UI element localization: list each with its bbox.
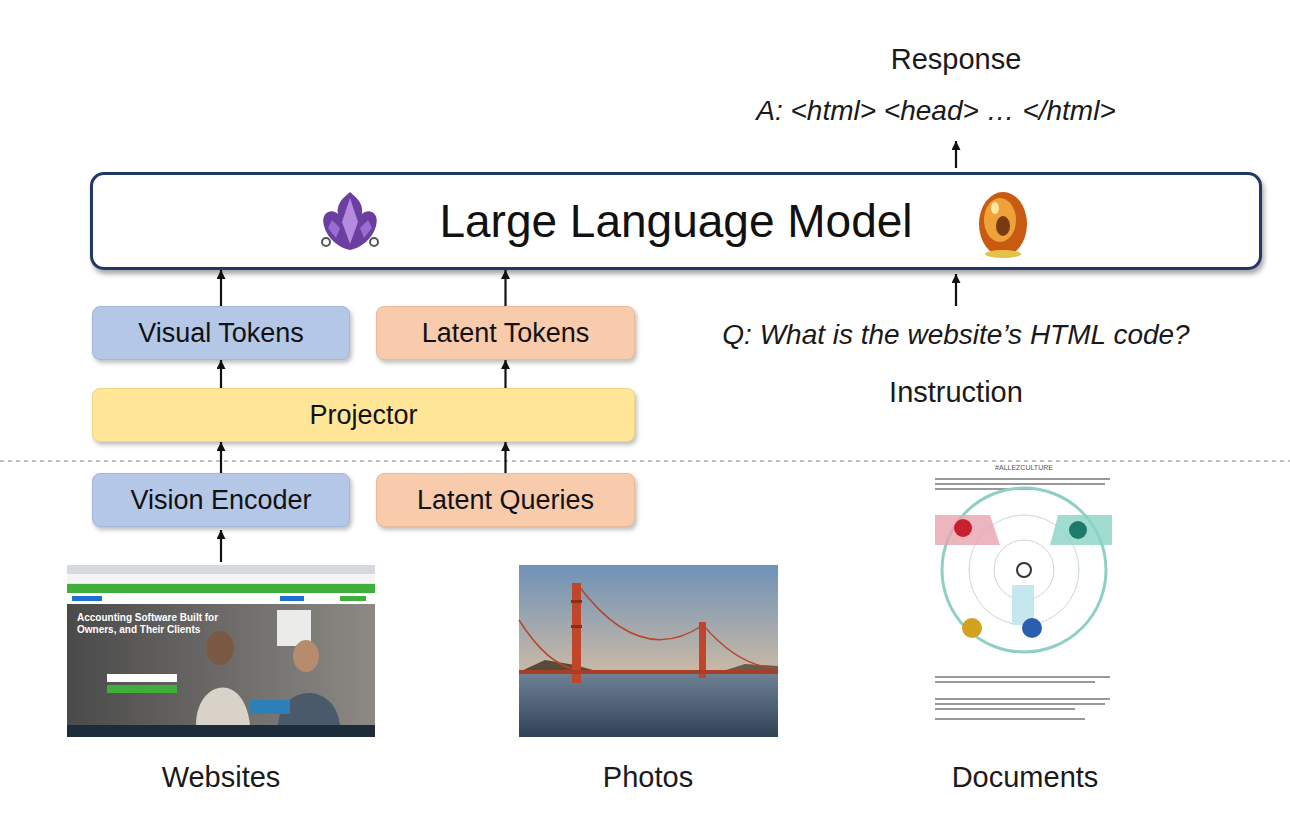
- section-label: Response: [756, 42, 1156, 77]
- website-screenshot: [67, 565, 375, 737]
- node-label: Visual Tokens: [138, 318, 304, 349]
- node-label: Large Language Model: [439, 194, 912, 248]
- input-arrow: [220, 530, 222, 562]
- flow-arrow: [504, 360, 506, 388]
- document-heading: #ALLEZCULTURE: [964, 464, 1084, 472]
- input-label: Photos: [498, 760, 798, 795]
- model-box: Large Language Model: [90, 172, 1262, 270]
- bridge-photo: [519, 565, 778, 737]
- node-label: Latent Queries: [417, 485, 594, 516]
- instruction-arrow: [955, 274, 957, 306]
- separator-line: [0, 460, 1290, 461]
- response-text: A: <html> <head> … </html>: [656, 94, 1216, 128]
- node-label: Vision Encoder: [130, 485, 311, 516]
- output-arrow: [955, 141, 957, 168]
- section-label: Instruction: [756, 375, 1156, 410]
- crystal-icon: [322, 192, 378, 250]
- document-page: [930, 463, 1118, 730]
- node-label: Latent Tokens: [422, 318, 590, 349]
- projector-box: Projector: [92, 388, 635, 442]
- flow-arrow: [504, 442, 506, 473]
- screenshot-text: Accounting Software Built for Owners, an…: [77, 612, 227, 636]
- token-box: Visual Tokens: [92, 306, 350, 360]
- flow-arrow: [220, 270, 222, 306]
- input-label: Websites: [71, 760, 371, 795]
- encoder-box: Vision Encoder: [92, 473, 350, 527]
- flow-arrow: [504, 270, 506, 306]
- input-label: Documents: [875, 760, 1175, 795]
- query-box: Latent Queries: [376, 473, 635, 527]
- flow-arrow: [220, 442, 222, 473]
- amber-icon: [979, 192, 1027, 258]
- node-label: Projector: [309, 400, 417, 431]
- instruction-text: Q: What is the website’s HTML code?: [636, 318, 1276, 352]
- llm-ground: [90, 172, 1262, 270]
- flow-arrow: [220, 360, 222, 388]
- token-box: Latent Tokens: [376, 306, 635, 360]
